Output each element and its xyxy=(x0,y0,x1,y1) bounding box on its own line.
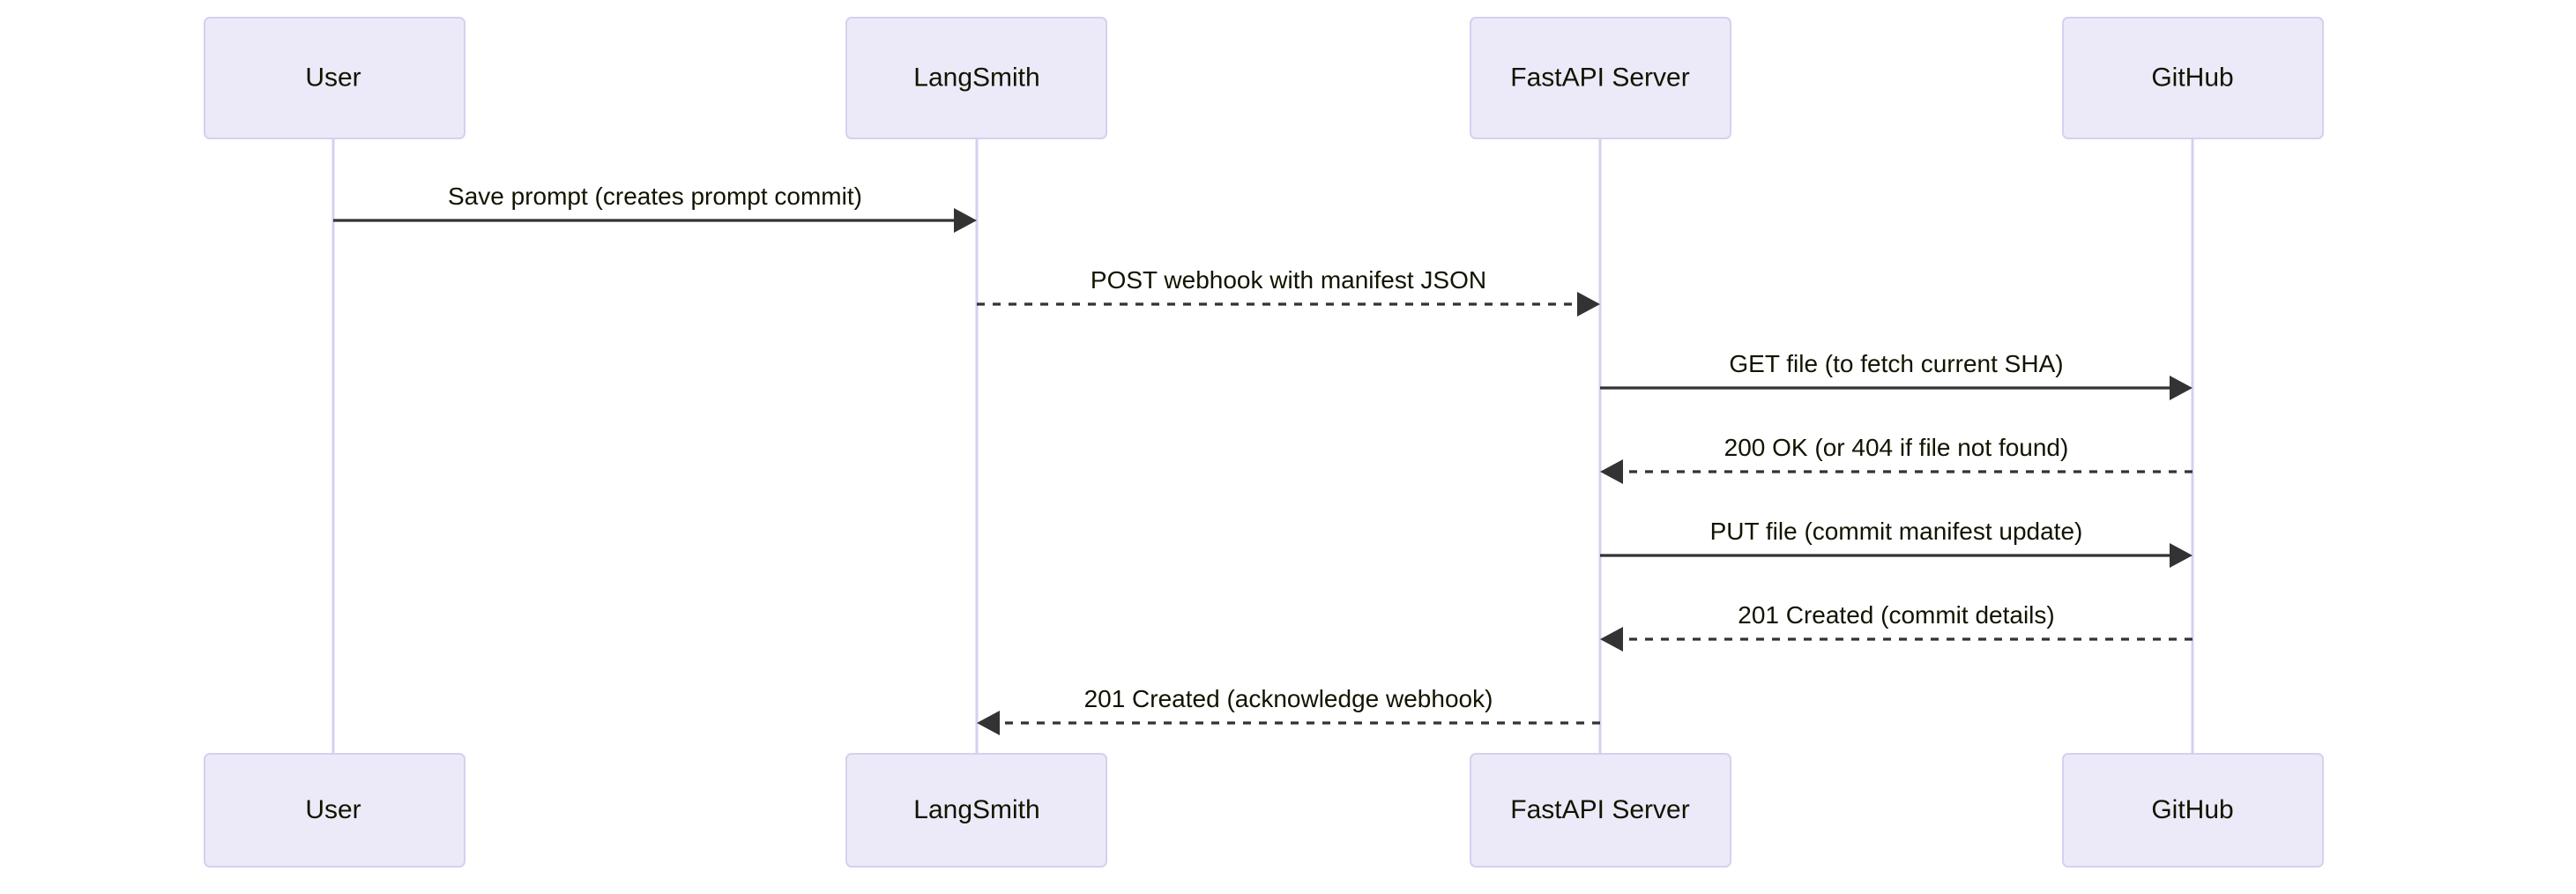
message-arrowhead-7 xyxy=(977,711,1000,735)
message-arrowhead-1 xyxy=(954,208,977,233)
message-arrowhead-3 xyxy=(2170,376,2193,400)
participant-box-user-bottom[interactable] xyxy=(204,753,465,868)
participant-label-fastapi-bottom: FastAPI Server xyxy=(1510,795,1689,824)
message-arrowhead-5 xyxy=(2170,543,2193,568)
participant-label-fastapi-top: FastAPI Server xyxy=(1510,63,1689,92)
participant-box-fastapi-bottom[interactable] xyxy=(1470,753,1731,868)
participant-label-github-bottom: GitHub xyxy=(2151,795,2233,824)
participant-box-user-top[interactable] xyxy=(204,17,465,139)
message-arrowhead-2 xyxy=(1577,292,1600,317)
participant-label-user-top: User xyxy=(305,63,361,92)
message-label-1: Save prompt (creates prompt commit) xyxy=(448,183,862,210)
participant-label-langsmith-top: LangSmith xyxy=(913,63,1039,92)
participant-label-langsmith-bottom: LangSmith xyxy=(913,795,1039,824)
participant-box-langsmith-bottom[interactable] xyxy=(845,753,1107,868)
message-label-4: 200 OK (or 404 if file not found) xyxy=(1724,434,2069,461)
message-label-2: POST webhook with manifest JSON xyxy=(1091,266,1486,294)
message-label-6: 201 Created (commit details) xyxy=(1738,601,2054,629)
participant-boxes-top: User LangSmith FastAPI Server GitHub xyxy=(204,17,2324,139)
participant-box-fastapi-top[interactable] xyxy=(1470,17,1731,139)
participant-label-github-top: GitHub xyxy=(2151,63,2233,92)
message-arrowhead-4 xyxy=(1600,459,1623,484)
message-arrowhead-6 xyxy=(1600,627,1623,652)
messages-group: Save prompt (creates prompt commit) POST … xyxy=(333,183,2193,735)
lifelines-group xyxy=(331,138,2194,754)
message-label-5: PUT file (commit manifest update) xyxy=(1710,518,2083,545)
participant-boxes-bottom: User LangSmith FastAPI Server GitHub xyxy=(204,753,2324,868)
participant-label-user-bottom: User xyxy=(305,795,361,824)
message-label-7: 201 Created (acknowledge webhook) xyxy=(1084,685,1493,712)
message-label-3: GET file (to fetch current SHA) xyxy=(1729,350,2063,377)
participant-box-github-bottom[interactable] xyxy=(2062,753,2324,868)
participant-box-github-top[interactable] xyxy=(2062,17,2324,139)
participant-box-langsmith-top[interactable] xyxy=(845,17,1107,139)
